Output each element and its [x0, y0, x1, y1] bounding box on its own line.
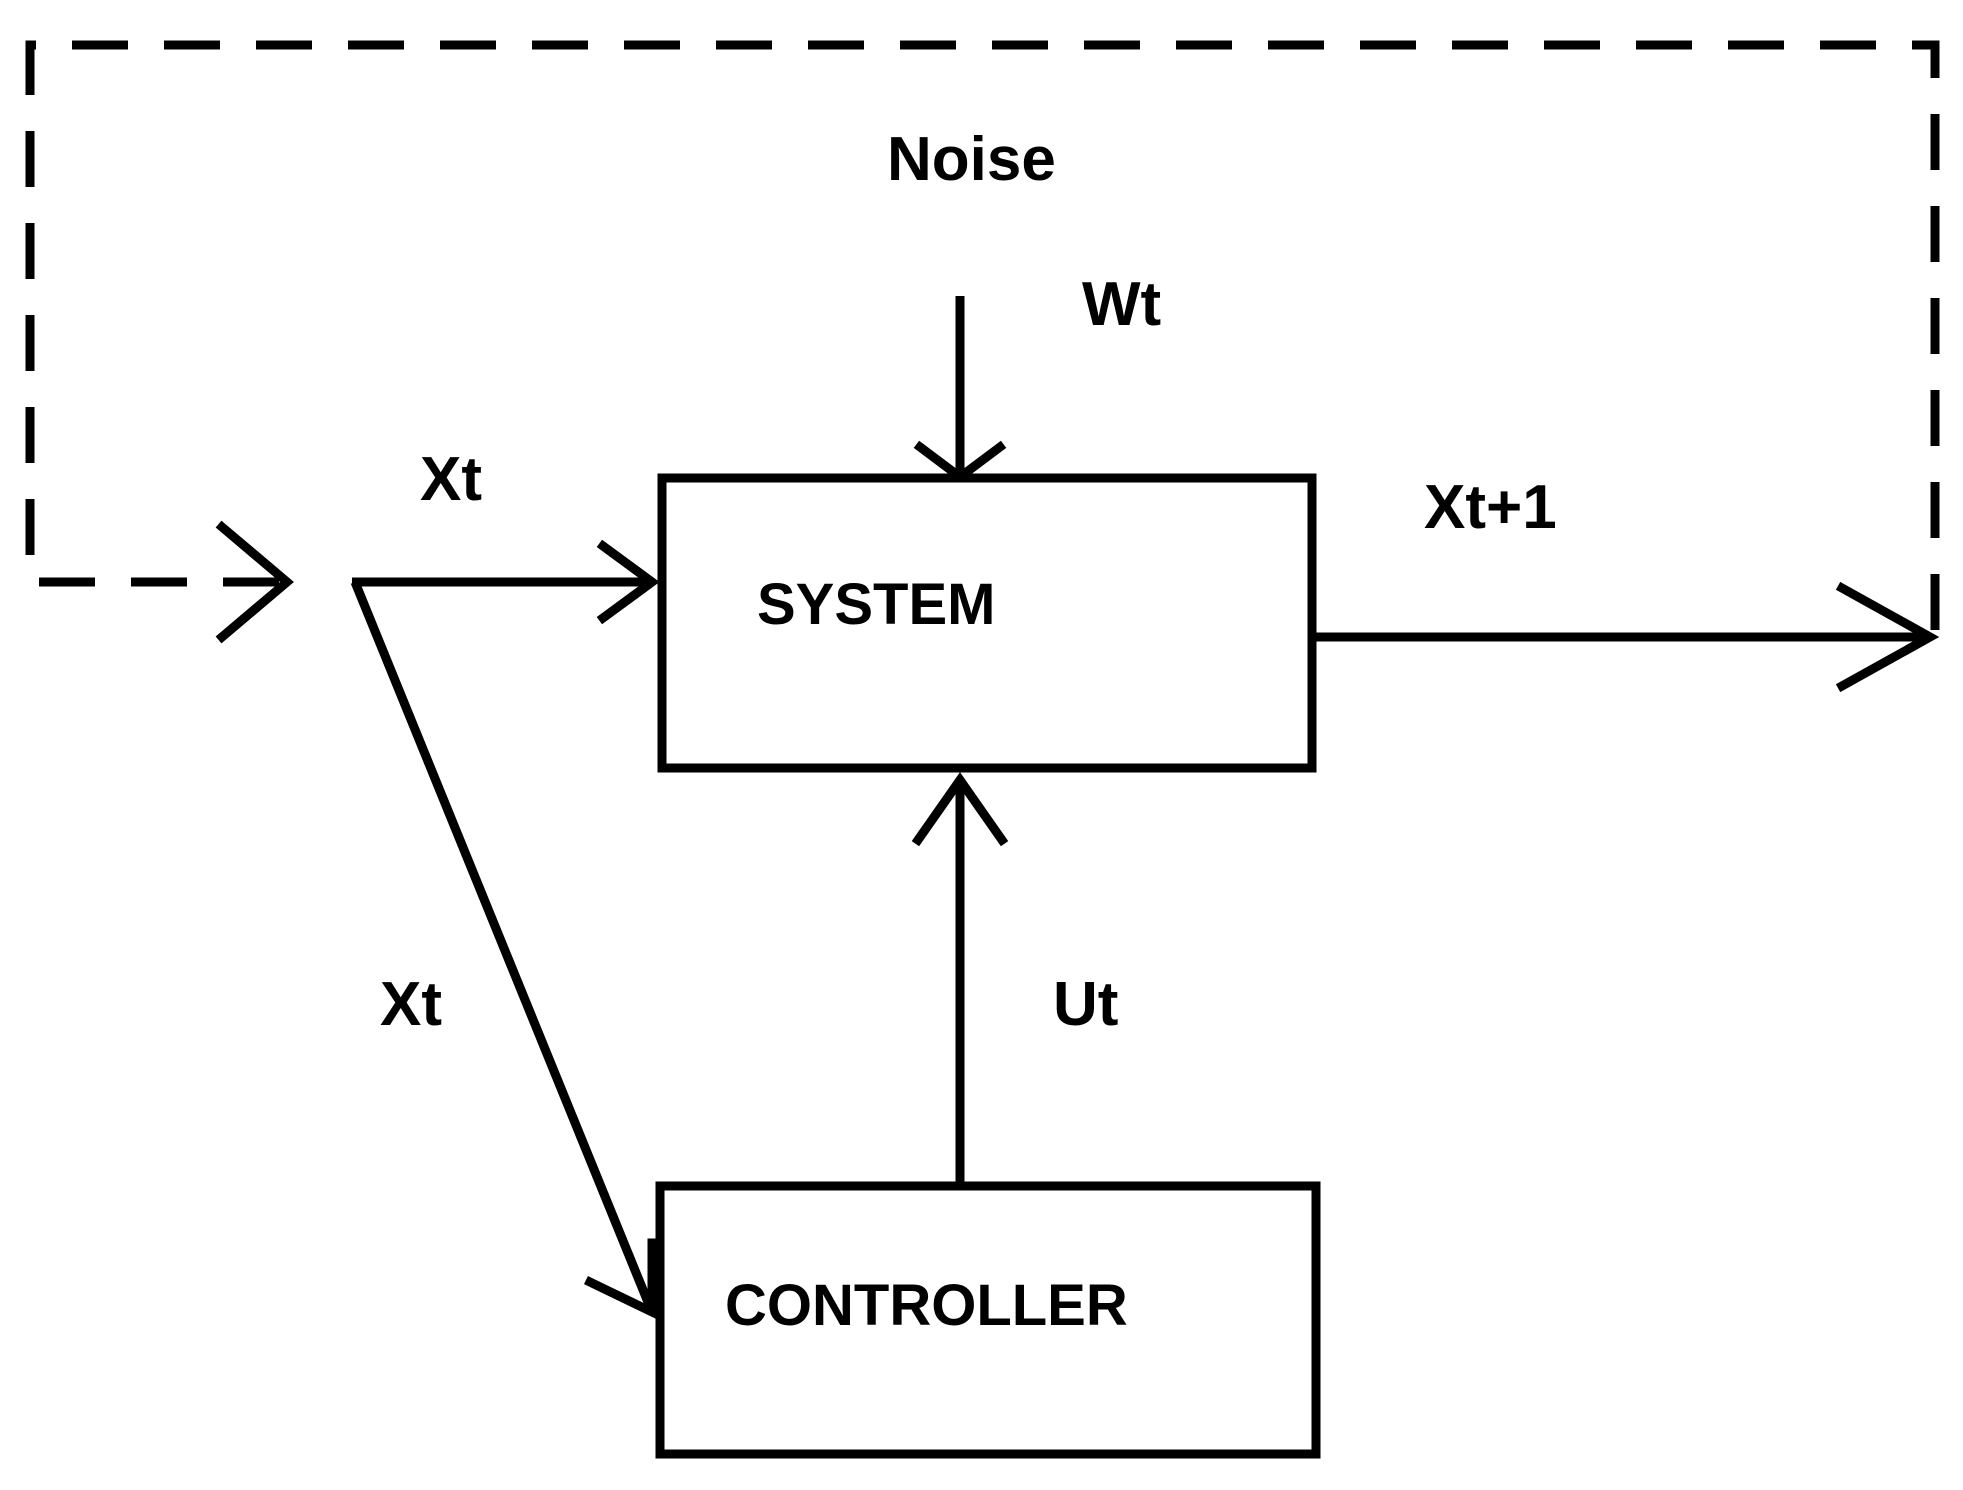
controller-block-label: CONTROLLER [725, 1273, 1128, 1338]
state-input-arrowhead [596, 539, 660, 625]
controller-block [655, 1181, 1321, 1459]
state-branch-arrowhead [583, 1238, 657, 1320]
state-branch-arrow-line [350, 580, 657, 1314]
output-label: Xt+1 [1424, 473, 1557, 542]
noise-signal-label: Wt [1082, 270, 1161, 339]
feedback-loop-dashed-line [25, 40, 1940, 630]
system-block-label: SYSTEM [757, 572, 996, 637]
state-input-label: Xt [420, 445, 482, 514]
control-arrowhead [911, 772, 1009, 847]
state-branch-label: Xt [380, 970, 442, 1039]
noise-label: Noise [887, 125, 1056, 194]
feedback-arrowhead [215, 520, 294, 644]
control-label: Ut [1053, 970, 1118, 1039]
system-block [657, 473, 1317, 773]
output-arrowhead [1835, 581, 1940, 693]
